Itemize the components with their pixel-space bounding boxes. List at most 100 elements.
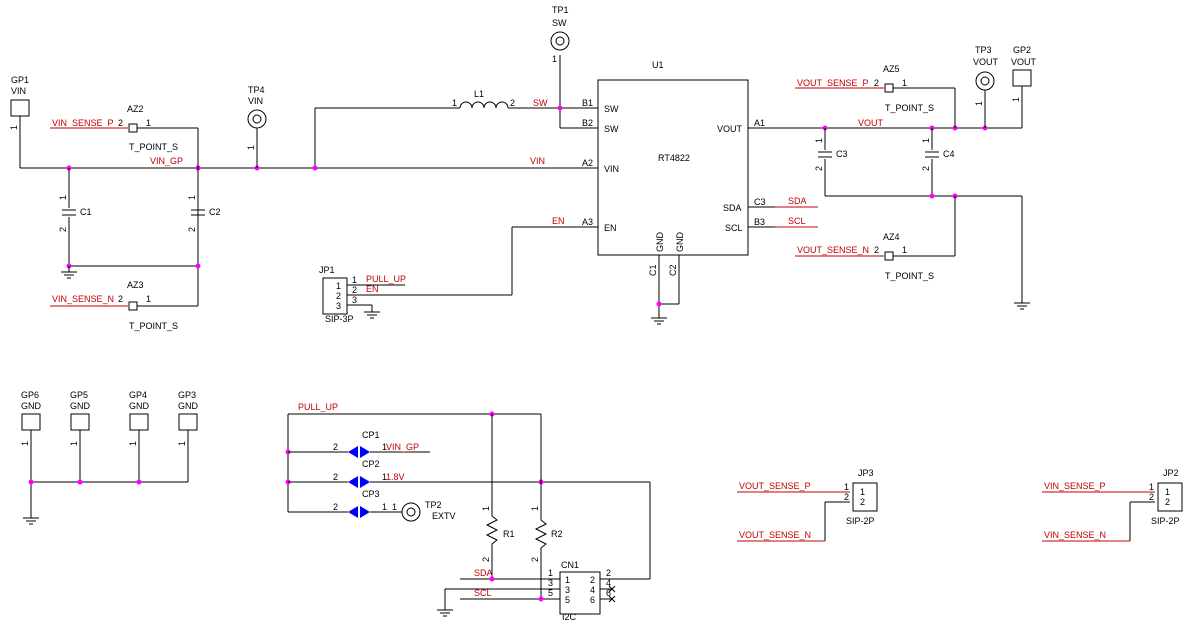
gp1-pin: 1: [9, 125, 19, 130]
u1-pin-a1-name: VOUT: [717, 124, 743, 134]
cp2-solder-bridge[interactable]: CP2 2 1: [333, 459, 387, 488]
cn1-pin6: 6: [606, 588, 611, 598]
tp3-ref: TP3: [975, 45, 992, 55]
gnd-pads-ground-symbol: [22, 517, 40, 525]
cn1-connector[interactable]: CN1 I2C 1 3 5 2 4 6 1 3 5 2 4 6: [548, 560, 611, 622]
tp3-test-point[interactable]: TP3 VOUT 1: [973, 45, 999, 106]
tp1-ref: TP1: [552, 5, 569, 15]
gp1-ref: GP1: [11, 75, 29, 85]
jp2-net-p: VIN_SENSE_P: [1044, 481, 1106, 491]
az2-net: VIN_SENSE_P: [52, 118, 114, 128]
jp3-pin2: 2: [844, 492, 849, 502]
az5-pin1: 1: [902, 78, 907, 88]
u1-chip[interactable]: U1 RT4822 B1 SW B2 SW A2 VIN A3 EN A1 VO…: [560, 60, 775, 276]
c2-capacitor[interactable]: C2 1 2: [187, 195, 221, 232]
c3-p2: 2: [814, 166, 824, 171]
cn1-ref: CN1: [561, 560, 579, 570]
u1-pin-c1-num: C1: [648, 264, 658, 276]
jp1-ground-symbol: [363, 311, 381, 319]
cp1-p1: 1: [382, 442, 387, 452]
gp6-ref: GP6: [21, 390, 39, 400]
gp2-net: VOUT: [1011, 57, 1037, 67]
gp2-pad[interactable]: GP2 VOUT 1: [1011, 45, 1037, 102]
cn1-pin3: 3: [548, 578, 553, 588]
u1-pin-b3-num: B3: [754, 217, 765, 227]
gp3-pin: 1: [177, 441, 187, 446]
u1-net-sda: SDA: [788, 196, 807, 206]
az4-type: T_POINT_S: [885, 271, 934, 281]
tp4-pin: 1: [246, 145, 256, 150]
u1-pin-gnd2-name: GND: [675, 232, 685, 253]
cn1-inner-pin2: 2: [590, 575, 595, 585]
jp3-jumper[interactable]: JP3 SIP-2P 1 2 1 2: [844, 468, 878, 526]
az4-ref: AZ4: [883, 232, 900, 242]
tp3-pin: 1: [974, 101, 984, 106]
jp2-pin1: 1: [1149, 482, 1154, 492]
az2-pin2: 2: [118, 118, 123, 128]
cp3-p2: 2: [333, 502, 338, 512]
jp1-jumper[interactable]: JP1 SIP-3P 1 2 3 1 2 3: [319, 265, 357, 324]
cp3-p1: 1: [382, 502, 387, 512]
jp1-pin1: 1: [352, 275, 357, 285]
net-vin-label: VIN: [530, 156, 545, 166]
gp1-pad[interactable]: GP1 VIN 1: [9, 75, 30, 130]
cn1-inner-pin1: 1: [565, 575, 570, 585]
tp2-ref: TP2: [425, 500, 442, 510]
jp2-jumper[interactable]: JP2 SIP-2P 1 2 1 2: [1149, 468, 1183, 526]
jp3-net-p: VOUT_SENSE_P: [739, 481, 811, 491]
jp2-ref: JP2: [1163, 468, 1179, 478]
c4-p2: 2: [921, 166, 931, 171]
cn1-inner-pin6: 6: [590, 595, 595, 605]
c4-capacitor[interactable]: C4 1 2: [921, 138, 955, 171]
jp2-pin2: 2: [1149, 492, 1154, 502]
r2-ref: R2: [551, 529, 563, 539]
r2-resistor[interactable]: R2 1 2: [530, 506, 563, 562]
jp1-net-pull-up: PULL_UP: [366, 274, 406, 284]
tp1-test-point[interactable]: TP1 SW 1: [550, 5, 570, 64]
c3-capacitor[interactable]: C3 1 2: [814, 138, 848, 171]
gp4-net: GND: [129, 401, 150, 411]
u1-pin-c2-num: C2: [668, 264, 678, 276]
cn1-pin2: 2: [606, 568, 611, 578]
cp3-solder-bridge[interactable]: CP3 2 1: [333, 489, 387, 518]
cp1-p2: 2: [333, 442, 338, 452]
cp1-net-vin-gp: VIN_GP: [386, 442, 419, 452]
jp3-inner-pin1: 1: [860, 487, 865, 497]
cp1-solder-bridge[interactable]: CP1 2 1: [333, 430, 387, 458]
c1-capacitor[interactable]: C1 1 2: [58, 195, 92, 232]
az4-net: VOUT_SENSE_N: [797, 245, 869, 255]
cp2-net-1v8: 1.8V: [386, 472, 405, 482]
cp3-ref: CP3: [362, 489, 380, 499]
az3-type: T_POINT_S: [129, 321, 178, 331]
r1-resistor[interactable]: R1 1 2: [481, 506, 515, 562]
c3-ref: C3: [836, 149, 848, 159]
jp3-pin1: 1: [844, 482, 849, 492]
net-vout-label: VOUT: [858, 118, 884, 128]
az2-pin1: 1: [146, 118, 151, 128]
r2-p1: 1: [530, 506, 540, 511]
jp1-inner-pin2: 2: [336, 291, 341, 301]
r1-ref: R1: [503, 529, 515, 539]
u1-pin-gnd1-name: GND: [655, 232, 665, 253]
tp2-test-point[interactable]: 1 TP2 EXTV: [392, 500, 456, 522]
u1-pin-a3-name: EN: [604, 223, 617, 233]
cp1-ref: CP1: [362, 430, 380, 440]
gp5-pin: 1: [69, 441, 79, 446]
c2-p2: 2: [187, 227, 197, 232]
l1-pin2: 2: [510, 98, 515, 108]
inductor-l1[interactable]: L1 1 2: [450, 89, 515, 109]
jp2-type: SIP-2P: [1151, 516, 1180, 526]
jp1-ref: JP1: [319, 265, 335, 275]
tp4-test-point[interactable]: TP4 VIN 1: [246, 85, 267, 150]
u1-pin-a3-num: A3: [582, 217, 593, 227]
az3-net: VIN_SENSE_N: [52, 294, 114, 304]
cn1-net-sda: SDA: [474, 568, 493, 578]
gp1-net: VIN: [11, 86, 26, 96]
u1-pin-b1-num: B1: [582, 98, 593, 108]
jp3-inner-pin2: 2: [860, 497, 865, 507]
u1-pin-b1-name: SW: [604, 104, 619, 114]
cn1-ground-symbol: [436, 609, 454, 617]
jp1-pin2: 2: [352, 285, 357, 295]
pull-up-net-label: PULL_UP: [298, 402, 338, 412]
u1-pin-b2-num: B2: [582, 118, 593, 128]
